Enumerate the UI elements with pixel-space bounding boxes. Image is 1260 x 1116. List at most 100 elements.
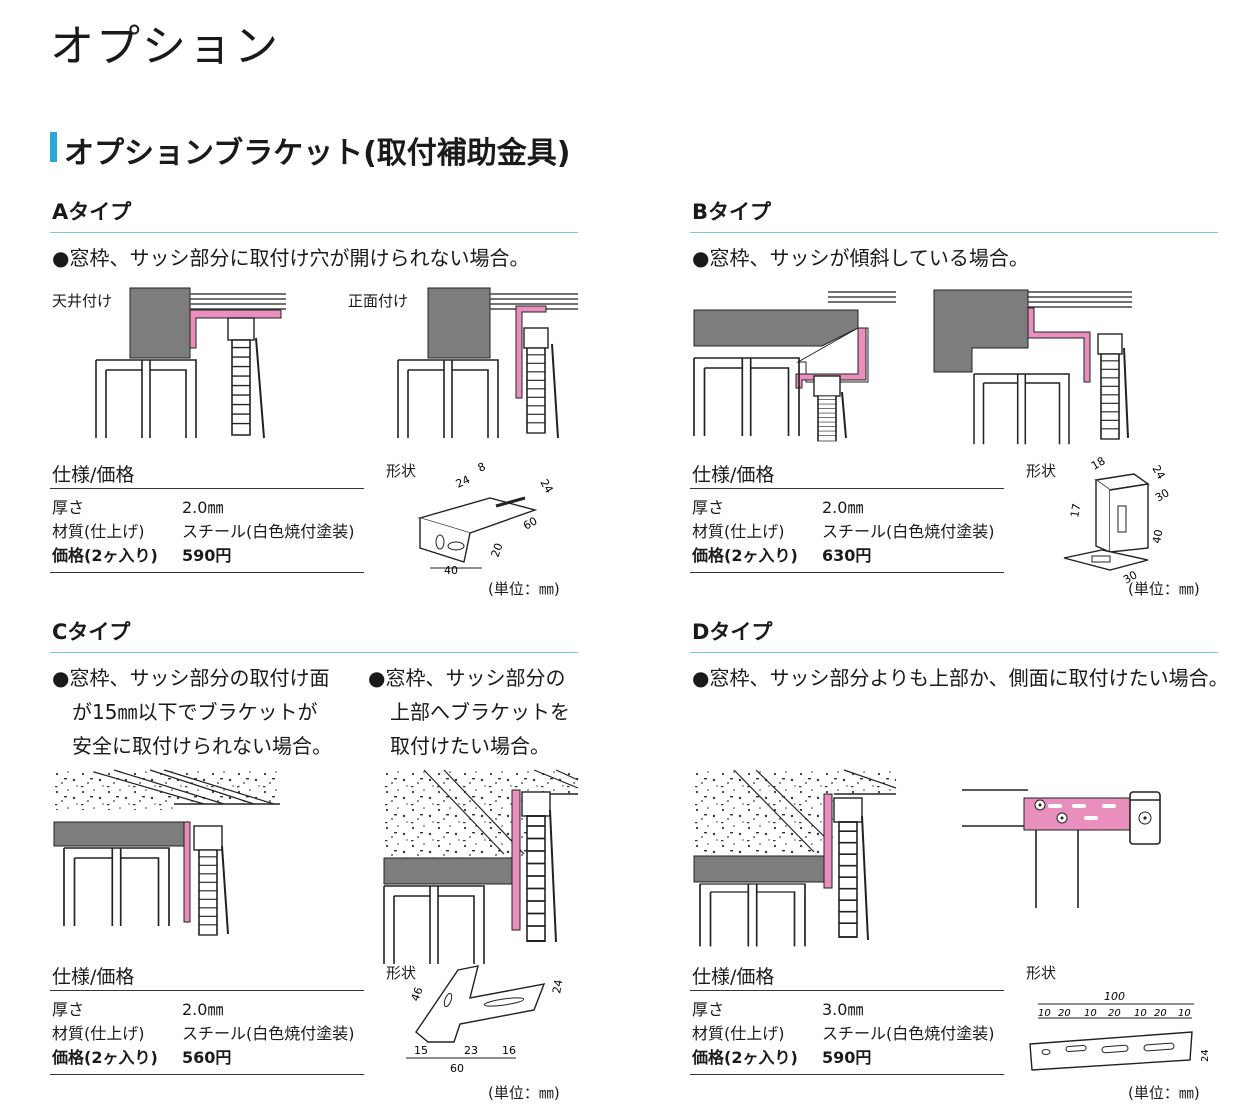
type-c-dim-24: 24 [550, 978, 565, 994]
type-b-condition: ●窓枠、サッシが傾斜している場合。 [692, 246, 1029, 270]
type-b-spec-key-1: 材質(仕上げ) [692, 522, 785, 541]
label-front-mount: 正面付け [348, 292, 409, 310]
type-a-spec-bottom-line [50, 572, 364, 573]
type-a-dim-60: 60 [521, 514, 540, 532]
type-c-condition-2-line-1: ●窓枠、サッシ部分の [368, 666, 566, 690]
type-b-unit-note: (単位：㎜) [1128, 580, 1200, 598]
type-b-title: Bタイプ [692, 200, 772, 224]
type-c-title: Cタイプ [52, 620, 131, 644]
type-a-spec-header: 仕様/価格 [52, 464, 135, 486]
type-a-spec-key-2: 価格(2ヶ入り) [52, 546, 158, 565]
type-d-spec-key-0: 厚さ [692, 1000, 725, 1019]
section-accent-bar [50, 132, 57, 162]
type-b-dim-30b: 30 [1121, 568, 1140, 586]
type-c-spec-value-1: スチール(白色焼付塗装) [182, 1024, 355, 1043]
type-b-illustration-2 [933, 289, 1132, 445]
type-b-dim-30a: 30 [1153, 486, 1172, 504]
type-c-spec-key-2: 価格(2ヶ入り) [52, 1048, 158, 1067]
type-a-shape-drawing: 40 24 8 24 60 20 [417, 460, 556, 577]
type-c-illustration-1 [53, 769, 280, 936]
type-c-spec-value-0: 2.0㎜ [182, 1000, 224, 1019]
type-c-condition-1-line-2: が15㎜以下でブラケットが [72, 700, 318, 724]
type-b-dim-18: 18 [1089, 454, 1108, 472]
type-a-title: Aタイプ [52, 200, 132, 224]
type-c-spec-header: 仕様/価格 [52, 966, 135, 988]
type-c-spec-top-line [50, 990, 364, 991]
type-a-shape-label: 形状 [386, 462, 417, 480]
type-d-spec-key-2: 価格(2ヶ入り) [692, 1048, 798, 1067]
type-a-dim-20: 20 [489, 541, 506, 559]
type-c-spec-value-2: 560円 [182, 1048, 232, 1067]
type-c-condition-1-line-3: 安全に取付けられない場合。 [72, 734, 332, 758]
type-b-spec-top-line [690, 488, 1004, 489]
type-d-spec-value-1: スチール(白色焼付塗装) [822, 1024, 995, 1043]
type-c-illustration-2 [383, 769, 579, 965]
type-d-shape-label: 形状 [1026, 964, 1057, 982]
type-d-spec-key-1: 材質(仕上げ) [692, 1024, 785, 1043]
type-d-dim-seg-7: 10 [1178, 1008, 1191, 1019]
type-c-dim-46: 46 [409, 985, 426, 1003]
type-d-dim-seg-5: 10 [1134, 1008, 1147, 1019]
type-d-dim-seg-6: 20 [1154, 1008, 1167, 1019]
type-c-dim-23: 23 [464, 1044, 478, 1057]
type-c-dim-15: 15 [414, 1044, 428, 1057]
type-d-spec-value-0: 3.0㎜ [822, 1000, 864, 1019]
type-d-illustration-1 [693, 769, 897, 948]
type-d-spec-value-2: 590円 [822, 1048, 872, 1067]
type-d-condition: ●窓枠、サッシ部分よりも上部か、側面に取付けたい場合。 [692, 666, 1229, 690]
type-d-dim-100: 100 [1104, 990, 1125, 1003]
type-b-spec-value-1: スチール(白色焼付塗装) [822, 522, 995, 541]
type-b-spec-bottom-line [690, 572, 1004, 573]
type-a-front-illustration [397, 287, 578, 439]
type-d-unit-note: (単位：㎜) [1128, 1084, 1200, 1102]
type-c-spec-key-1: 材質(仕上げ) [52, 1024, 145, 1043]
type-b-rule [690, 232, 1218, 233]
type-a-unit-note: (単位：㎜) [488, 580, 560, 598]
type-b-dim-24: 24 [1149, 463, 1167, 482]
type-c-condition-2-line-3: 取付けたい場合。 [390, 734, 550, 758]
type-c-condition-1-line-1: ●窓枠、サッシ部分の取付け面 [52, 666, 330, 690]
type-c-dim-16: 16 [502, 1044, 516, 1057]
type-a-spec-top-line [50, 488, 364, 489]
type-a-spec-value-2: 590円 [182, 546, 232, 565]
type-d-dim-seg-4: 20 [1108, 1008, 1121, 1019]
type-d-illustration-2 [962, 789, 1161, 908]
type-c-condition-2-line-2: 上部へブラケットを [390, 700, 570, 724]
type-c-shape-label: 形状 [386, 964, 417, 982]
type-c-spec-key-0: 厚さ [52, 1000, 85, 1019]
type-a-spec-value-0: 2.0㎜ [182, 498, 224, 517]
type-d-spec-bottom-line [690, 1074, 1004, 1075]
type-a-condition: ●窓枠、サッシ部分に取付け穴が開けられない場合。 [52, 246, 530, 270]
type-c-unit-note: (単位：㎜) [488, 1084, 560, 1102]
type-d-shape-drawing: 100 10 20 10 20 10 20 10 24 [1029, 990, 1211, 1071]
type-a-spec-value-1: スチール(白色焼付塗装) [182, 522, 355, 541]
label-ceiling-mount: 天井付け [52, 292, 113, 310]
type-a-dim-24b: 24 [537, 477, 555, 496]
type-a-dim-8: 8 [476, 460, 488, 475]
type-b-spec-value-0: 2.0㎜ [822, 498, 864, 517]
type-d-spec-top-line [690, 990, 1004, 991]
type-d-title: Dタイプ [692, 620, 773, 644]
type-b-spec-value-2: 630円 [822, 546, 872, 565]
type-b-shape-label: 形状 [1026, 462, 1057, 480]
type-b-illustration-1 [693, 291, 896, 442]
page-title: オプション [50, 21, 280, 72]
type-a-ceiling-illustration [95, 287, 286, 439]
type-c-spec-bottom-line [50, 1074, 364, 1075]
type-c-rule [50, 652, 578, 653]
type-d-dim-seg-2: 20 [1058, 1008, 1071, 1019]
type-d-dim-seg-3: 10 [1084, 1008, 1097, 1019]
type-b-spec-key-0: 厚さ [692, 498, 725, 517]
type-b-spec-header: 仕様/価格 [692, 464, 775, 486]
type-a-spec-key-1: 材質(仕上げ) [52, 522, 145, 541]
type-b-dim-17: 17 [1068, 502, 1083, 518]
type-d-dim-seg-1: 10 [1038, 1008, 1051, 1019]
type-a-rule [50, 232, 578, 233]
section-title: オプションブラケット(取付補助金具) [64, 136, 571, 171]
type-a-dim-40: 40 [444, 564, 458, 577]
type-d-dim-24: 24 [1200, 1049, 1211, 1062]
type-c-dim-60: 60 [450, 1062, 464, 1075]
type-c-shape-drawing: 46 24 15 23 16 60 [406, 965, 565, 1075]
type-a-spec-key-0: 厚さ [52, 498, 85, 517]
type-a-dim-24a: 24 [454, 473, 472, 491]
